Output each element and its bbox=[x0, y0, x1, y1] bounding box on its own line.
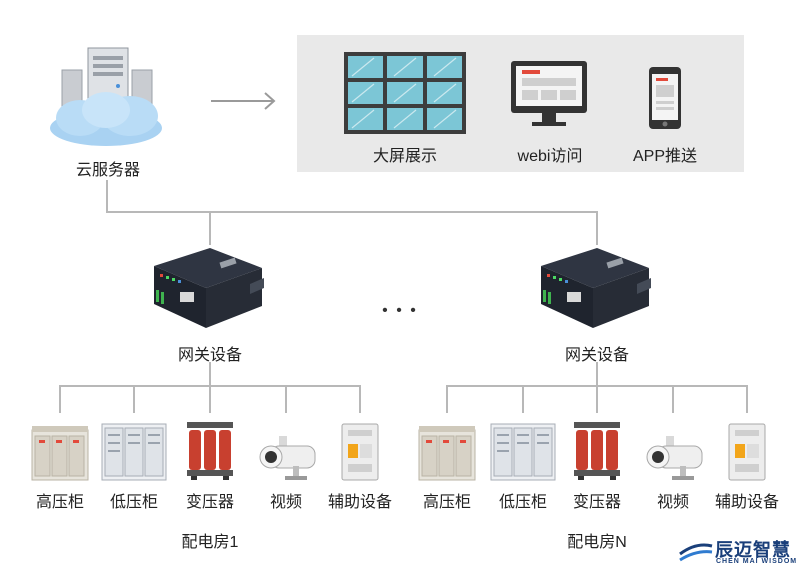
roomN-drop bbox=[446, 385, 448, 413]
device-label: 低压柜 bbox=[498, 494, 547, 511]
device-label: 低压柜 bbox=[109, 494, 158, 511]
room-label: 配电房N bbox=[567, 534, 627, 551]
cloud-server-label: 云服务器 bbox=[75, 162, 140, 179]
gateway-label: 网关设备 bbox=[564, 347, 629, 364]
circuit-breaker-icon bbox=[725, 422, 769, 482]
roomN-drop bbox=[672, 385, 674, 413]
gateway1-down-line bbox=[209, 362, 211, 386]
device-label: 视频 bbox=[656, 494, 689, 511]
room-label: 配电房1 bbox=[181, 534, 239, 551]
device-label: 辅助设备 bbox=[714, 494, 779, 511]
low-voltage-cabinet-icon bbox=[490, 422, 556, 482]
roomN-drop bbox=[596, 385, 598, 413]
monitor-icon bbox=[510, 60, 588, 128]
cloud-down-line bbox=[106, 180, 108, 212]
gateway2-down-line bbox=[596, 362, 598, 386]
high-voltage-cabinet-icon bbox=[418, 424, 476, 482]
room1-drop bbox=[59, 385, 61, 413]
transformer-icon bbox=[185, 420, 235, 482]
room1-drop bbox=[133, 385, 135, 413]
device-label: 辅助设备 bbox=[327, 494, 392, 511]
high-voltage-cabinet-icon bbox=[31, 424, 89, 482]
camera-icon bbox=[253, 434, 319, 482]
roomN-drop bbox=[746, 385, 748, 413]
gateway-device-icon bbox=[537, 244, 653, 334]
video-wall-icon bbox=[344, 52, 466, 134]
gateway2-up-line bbox=[596, 211, 598, 245]
roomN-drop bbox=[522, 385, 524, 413]
logo-subtext: CHEN MAI WISDOM bbox=[716, 558, 798, 565]
camera-icon bbox=[640, 434, 706, 482]
cloud-server-icon bbox=[46, 44, 170, 152]
arrow-right-icon bbox=[209, 90, 279, 112]
device-label: 高压柜 bbox=[35, 494, 84, 511]
gateway-device-icon bbox=[150, 244, 266, 334]
gateway-label: 网关设备 bbox=[177, 347, 242, 364]
transformer-icon bbox=[572, 420, 622, 482]
top-bus-line bbox=[106, 211, 598, 213]
mobile-phone-icon bbox=[648, 66, 682, 130]
logo-icon bbox=[678, 540, 714, 566]
gateway1-up-line bbox=[209, 211, 211, 245]
room1-drop bbox=[285, 385, 287, 413]
room1-drop bbox=[359, 385, 361, 413]
logo-text: 辰迈智慧 bbox=[715, 540, 791, 560]
low-voltage-cabinet-icon bbox=[101, 422, 167, 482]
device-label: 变压器 bbox=[185, 494, 234, 511]
video-wall-label: 大屏展示 bbox=[372, 148, 437, 165]
room1-drop bbox=[209, 385, 211, 413]
monitor-label: webi访问 bbox=[517, 148, 583, 165]
device-label: 高压柜 bbox=[422, 494, 471, 511]
ellipsis: • • • bbox=[382, 302, 418, 319]
circuit-breaker-icon bbox=[338, 422, 382, 482]
device-label: 变压器 bbox=[572, 494, 621, 511]
device-label: 视频 bbox=[269, 494, 302, 511]
mobile-label: APP推送 bbox=[632, 148, 698, 165]
